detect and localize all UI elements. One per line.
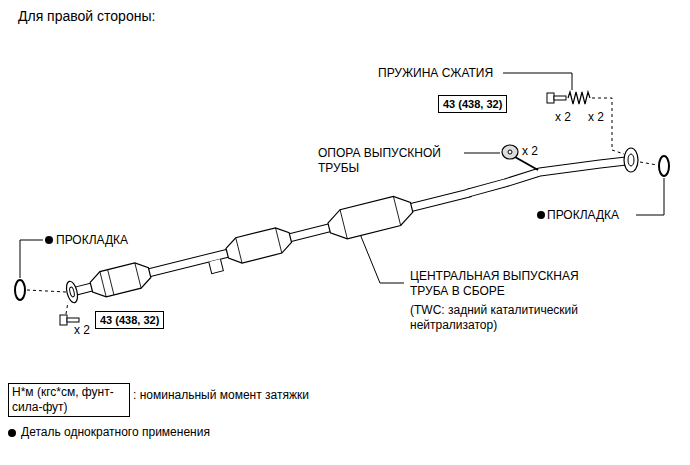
quantity: x 2 — [588, 110, 618, 125]
gasket — [659, 156, 669, 176]
legend-entry: Деталь однократного применения — [8, 425, 210, 440]
legend-dot — [8, 425, 18, 440]
legend-entry: : номинальный момент затяжки — [133, 388, 309, 403]
quantity: x 2 — [522, 144, 552, 159]
leader-line — [360, 234, 404, 283]
exhaust-pipe — [467, 148, 638, 193]
part-name: ПРУЖИНА СЖАТИЯ — [378, 66, 503, 81]
pipe-support — [515, 157, 538, 170]
part-name: ПРОКЛАДКА — [547, 208, 635, 223]
exhaust-pipe — [64, 280, 79, 304]
quantity: x 2 — [555, 110, 585, 125]
exhaust-pipe — [69, 287, 75, 298]
dashed-guide — [592, 98, 624, 154]
box-text: Н*м (кгс*см, фунт-сила-фут) — [12, 385, 126, 415]
exhaust-pipe — [100, 263, 141, 297]
bolt-and-spring — [547, 93, 554, 103]
leader-line — [20, 73, 664, 283]
exhaust-pipe — [468, 161, 626, 193]
dashed-guide — [640, 162, 657, 165]
gasket — [15, 156, 669, 300]
box-text: 43 (438, 32) — [100, 313, 159, 327]
legend-dot — [8, 429, 16, 437]
single-use-dot — [45, 236, 53, 244]
exhaust-pipe — [628, 154, 634, 166]
bolt-and-spring — [554, 96, 566, 100]
bolt-and-spring — [568, 92, 590, 104]
exhaust-pipe — [467, 161, 626, 193]
exhaust-pipe — [340, 196, 401, 238]
gasket — [15, 280, 25, 300]
torque-box: 43 (438, 32) — [438, 95, 507, 113]
bolt-and-spring — [547, 92, 590, 104]
pipe-support — [508, 150, 512, 154]
exhaust-pipe — [325, 193, 415, 243]
diagram-title: Для правой стороны: — [18, 8, 155, 25]
single-use-dot — [537, 211, 545, 219]
exhaust-pipe — [209, 259, 224, 274]
dashed-guide — [27, 290, 66, 292]
leader-line — [464, 153, 500, 154]
torque-box: 43 (438, 32) — [95, 311, 164, 329]
box-text: 43 (438, 32) — [443, 97, 502, 111]
quantity: x 2 — [74, 323, 94, 338]
exhaust-pipe — [236, 228, 282, 263]
part-name: ОПОРА ВЫПУСКНОЙ ТРУБЫ — [318, 146, 463, 176]
exhaust-pipe — [88, 260, 153, 300]
leader-line — [636, 178, 664, 215]
legend-text: Деталь однократного применения — [21, 425, 210, 439]
leader-line — [503, 73, 572, 90]
part-note: (TWC: задний каталитический нейтрализато… — [410, 303, 615, 333]
bolt — [67, 318, 79, 322]
exhaust-pipe — [224, 225, 293, 266]
bolt — [60, 315, 67, 325]
part-name: ЦЕНТРАЛЬНАЯ ВЫПУСКНАЯ ТРУБА В СБОРЕ — [410, 269, 615, 299]
legend-text: : номинальный момент затяжки — [133, 388, 309, 402]
dashed-guide — [27, 98, 657, 314]
leader-line — [20, 240, 43, 278]
exhaust-pipe — [624, 148, 638, 172]
dashed-guide — [66, 302, 68, 314]
pipe-support — [502, 145, 518, 159]
legend-unit-box: Н*м (кгс*см, фунт-сила-фут) — [8, 383, 130, 417]
part-name: ПРОКЛАДКА — [56, 233, 146, 248]
